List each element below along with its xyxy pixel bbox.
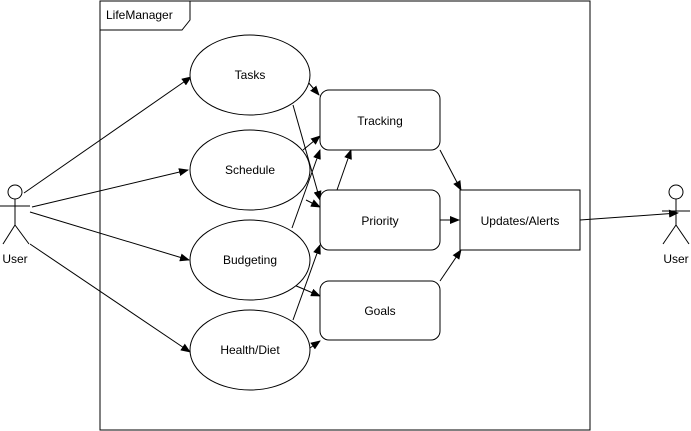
- process-tracking-label: Tracking: [357, 114, 403, 128]
- use-case-schedule-label: Schedule: [225, 163, 275, 177]
- edge-tracking-updates: [439, 149, 462, 191]
- use-case-budgeting[interactable]: Budgeting: [189, 219, 311, 301]
- process-goals[interactable]: Goals: [319, 280, 441, 341]
- actor-user-right[interactable]: User: [662, 184, 690, 266]
- use-case-health-diet[interactable]: Health/Diet: [189, 309, 311, 391]
- use-case-tasks[interactable]: Tasks: [189, 34, 311, 116]
- edge-budgeting-tracking: [291, 149, 321, 229]
- stick-figure-icon: [0, 184, 30, 245]
- edge-health-priority: [292, 244, 321, 321]
- process-edges: [439, 149, 679, 282]
- stick-figure-icon: [662, 184, 690, 245]
- edge-tasks-priority: [292, 104, 322, 201]
- process-updates-alerts[interactable]: Updates/Alerts: [459, 189, 581, 251]
- actor-user-left[interactable]: User: [0, 184, 30, 266]
- edge-user-budgeting: [29, 211, 190, 262]
- edge-user-schedule: [31, 168, 189, 208]
- process-priority[interactable]: Priority: [319, 189, 441, 251]
- process-updates-alerts-label: Updates/Alerts: [481, 214, 560, 228]
- system-title: LifeManager: [106, 8, 173, 22]
- use-case-budgeting-label: Budgeting: [223, 253, 277, 267]
- process-tracking[interactable]: Tracking: [319, 89, 441, 151]
- edge-user-tasks: [23, 76, 192, 194]
- edge-priority-tracking: [336, 149, 352, 191]
- edge-user-health-diet: [29, 243, 191, 353]
- edge-schedule-priority: [305, 199, 321, 208]
- use-case-schedule[interactable]: Schedule: [189, 129, 311, 211]
- edge-budgeting-goals: [293, 284, 321, 297]
- process-goals-label: Goals: [364, 304, 395, 318]
- system-title-tab: [99, 0, 191, 31]
- edge-schedule-tracking: [302, 135, 321, 151]
- edge-updates-user: [579, 209, 679, 221]
- actor-user-left-label: User: [2, 252, 27, 266]
- process-priority-label: Priority: [361, 214, 398, 228]
- use-case-health-diet-label: Health/Diet: [220, 343, 280, 357]
- actor-edges: [23, 76, 192, 353]
- use-case-tasks-label: Tasks: [235, 68, 266, 82]
- edge-goals-updates: [439, 249, 462, 282]
- actor-user-right-label: User: [663, 252, 688, 266]
